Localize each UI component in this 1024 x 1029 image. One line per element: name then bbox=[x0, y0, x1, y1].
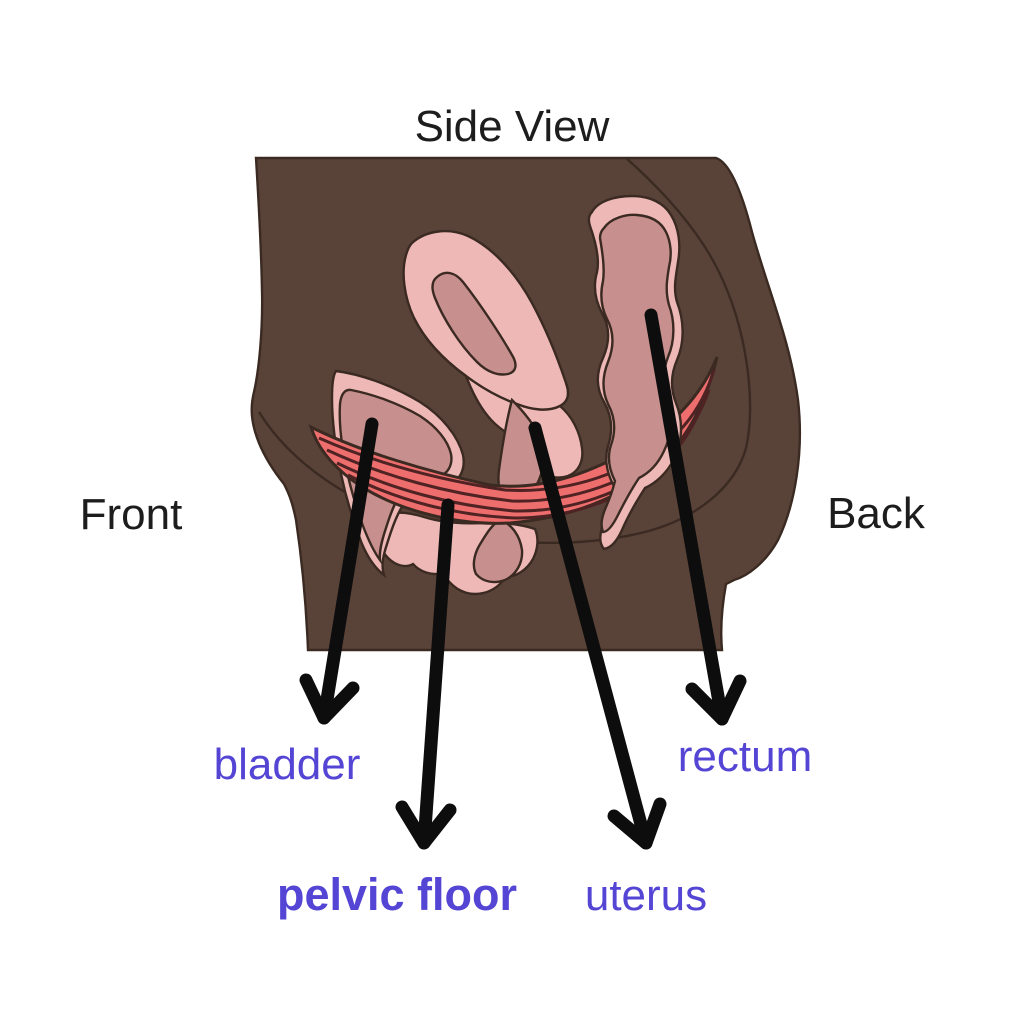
pointer-arrows bbox=[299, 308, 747, 850]
rectum-interior-shape bbox=[598, 213, 675, 534]
front-label: Front bbox=[80, 490, 183, 539]
back-label: Back bbox=[827, 489, 926, 538]
vaginal-opening-shape bbox=[472, 518, 524, 584]
diagram-title: Side View bbox=[415, 102, 610, 151]
pelvic-floor-label: pelvic floor bbox=[277, 869, 517, 920]
arrowhead-icon bbox=[607, 797, 667, 850]
uterus-label: uterus bbox=[585, 871, 707, 920]
rectum-label: rectum bbox=[678, 732, 812, 781]
bladder-label: bladder bbox=[214, 740, 361, 789]
uterine-cavity-shape bbox=[431, 271, 517, 376]
rectum-arrow bbox=[644, 308, 747, 726]
arrowhead-icon bbox=[685, 674, 747, 726]
uterus-arrow bbox=[528, 421, 667, 850]
muscle-fiber-line bbox=[326, 389, 711, 503]
muscle-fiber-line bbox=[318, 369, 716, 492]
arrowhead-icon bbox=[299, 673, 360, 725]
arrowhead-icon bbox=[395, 800, 457, 850]
bladder-arrow bbox=[299, 417, 379, 725]
pelvic-floor-arrow bbox=[395, 498, 457, 850]
